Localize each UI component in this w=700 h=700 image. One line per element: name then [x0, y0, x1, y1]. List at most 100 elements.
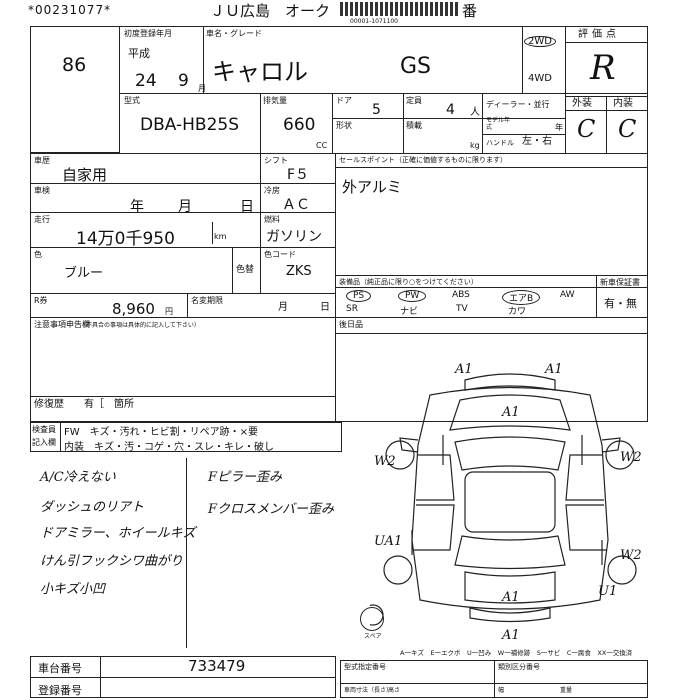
mark-8: A1 — [502, 590, 520, 605]
load-unit: kg — [470, 141, 480, 150]
form-frame — [30, 26, 648, 422]
inspector-label1: 検査員 — [32, 425, 56, 434]
doors-label: ドア — [336, 96, 352, 105]
capacity-unit: 人 — [470, 107, 480, 118]
spare-circle — [360, 607, 384, 631]
interior-value: C — [618, 115, 637, 143]
score-label: 評価点 — [578, 29, 620, 40]
lot-number: 86 — [62, 54, 87, 76]
sales-point-value: 外アルミ — [342, 178, 402, 196]
notes-label: 注意事項申告欄 — [34, 320, 90, 329]
lot-box — [30, 26, 120, 153]
warranty-value: 有・無 — [604, 297, 637, 310]
remark-5: 小キズ小凹 — [40, 582, 106, 597]
first-reg-month-unit: 月 — [198, 84, 206, 93]
drive-2wd: 2WD — [524, 36, 556, 47]
first-reg-year: 24 — [135, 71, 157, 91]
fuel-label: 燃料 — [264, 215, 280, 224]
equipment-item: エアB — [502, 290, 541, 305]
chassis-label: 車台番号 — [38, 662, 82, 675]
handle-value: 左・右 — [522, 136, 552, 147]
damage-legend: A一キズ E一エクボ U一凹み W一補修跡 S一サビ C一腐食 XX一交換済 — [400, 649, 633, 657]
sales-point-label: セールスポイント（正確に価値するものに限ります） — [339, 156, 507, 164]
dealer-label: ディーラー・並行 — [486, 100, 550, 109]
remark-1: A/C冷えない — [40, 470, 116, 485]
name-change-label: 名変期限 — [191, 296, 223, 305]
handle-label: ハンドル — [486, 139, 514, 147]
color-label: 色 — [34, 250, 42, 259]
mark-7: W2 — [620, 548, 642, 563]
reg-no-label: 登録番号 — [38, 684, 82, 697]
shape-label: 形状 — [336, 121, 352, 130]
shift-label: シフト — [264, 156, 288, 165]
usage-value: 自家用 — [62, 166, 108, 184]
mark-10: U1 — [598, 584, 618, 599]
mark-4: W2 — [374, 454, 396, 469]
shift-value: F５ — [287, 167, 310, 183]
inspector-row1: FW キズ・汚れ・ヒビ割・リペア跡・×要 — [64, 427, 259, 438]
interior-label: 内装 — [613, 98, 633, 109]
exterior-label: 外装 — [572, 98, 592, 109]
header-small-code: 00001-1071100 — [350, 18, 398, 25]
color-code-label: 色コード — [264, 250, 296, 259]
color-value: ブルー — [64, 266, 104, 281]
remark-4: けん引フックシワ曲がり — [40, 554, 184, 569]
model-label: 型式 — [124, 96, 140, 105]
notes-sub: （不具合の事項は具体的に記入して下さい） — [80, 322, 200, 329]
color-code-value: ZKS — [286, 264, 312, 279]
name-change-day: 日 — [320, 302, 330, 313]
usage-label: 車歴 — [34, 156, 50, 165]
redacted-code — [340, 2, 458, 16]
inspector-row2: 内装 キズ・汚・コゲ・穴・スレ・キレ・破し — [64, 442, 274, 453]
equipment-item: カワ — [508, 307, 527, 317]
capacity-label: 定員 — [406, 96, 422, 105]
mark-3: A1 — [502, 405, 520, 420]
recycle-value: 8,960 — [112, 300, 155, 318]
remark-3: ドアミラー、ホイールキズ — [40, 526, 196, 541]
equipment-item: PW — [398, 290, 427, 302]
repair-label: 修復歴 — [34, 399, 64, 410]
serial-number: *00231077* — [28, 3, 112, 17]
remark-right-2: Fクロスメンバー歪み — [208, 502, 335, 517]
equipment-item: ナビ — [400, 307, 419, 317]
displacement-label: 排気量 — [263, 96, 287, 105]
car-label: 車名・グレード — [206, 29, 262, 38]
color-change-label: 色替 — [236, 265, 255, 275]
header-suffix: 番 — [462, 2, 478, 20]
equipment-item: TV — [456, 304, 468, 314]
inspection-month: 月 — [178, 199, 192, 215]
mark-9: A1 — [502, 628, 520, 643]
aircon-value: ＡＣ — [282, 197, 310, 213]
recycle-label: R券 — [34, 296, 48, 305]
name-change-month: 月 — [278, 302, 288, 313]
mark-6: UA1 — [374, 534, 403, 549]
model-year-unit: 年 — [555, 123, 563, 132]
mark-1: A1 — [455, 362, 473, 377]
car-grade: GS — [400, 54, 432, 79]
doors-value: 5 — [372, 102, 381, 118]
load-label: 積載 — [406, 121, 422, 130]
form-box-6: 重量 — [560, 687, 573, 694]
inspection-day: 日 — [240, 199, 254, 215]
equipment-item: AW — [560, 290, 575, 300]
displacement-value: 660 — [283, 115, 316, 135]
spare-label: スペア — [364, 633, 382, 640]
warranty-label: 新車保証書 — [600, 278, 640, 287]
drive-4wd: 4WD — [528, 73, 552, 84]
model-value: DBA-HB25S — [140, 115, 240, 135]
recycle-unit: 円 — [165, 307, 173, 316]
chassis-value: 733479 — [188, 657, 246, 675]
remark-right-1: Fピラー歪み — [208, 470, 283, 485]
displacement-unit: CC — [316, 141, 328, 150]
mark-5: W2 — [620, 450, 642, 465]
equipment-label: 装備品（純正品に限り○をつけてください） — [339, 278, 478, 286]
mileage-label: 走行 — [34, 215, 50, 224]
repair-value: 有［ 箇所 — [84, 399, 134, 410]
fuel-value: ガソリン — [266, 229, 322, 245]
car-damage-diagram — [370, 373, 637, 626]
rear-seat-label: 後日品 — [339, 320, 363, 329]
form-box-4: 高さ — [388, 687, 401, 694]
mark-2: A1 — [545, 362, 563, 377]
inspector-label2: 記入欄 — [32, 438, 56, 447]
car-name: キャロル — [212, 58, 308, 86]
